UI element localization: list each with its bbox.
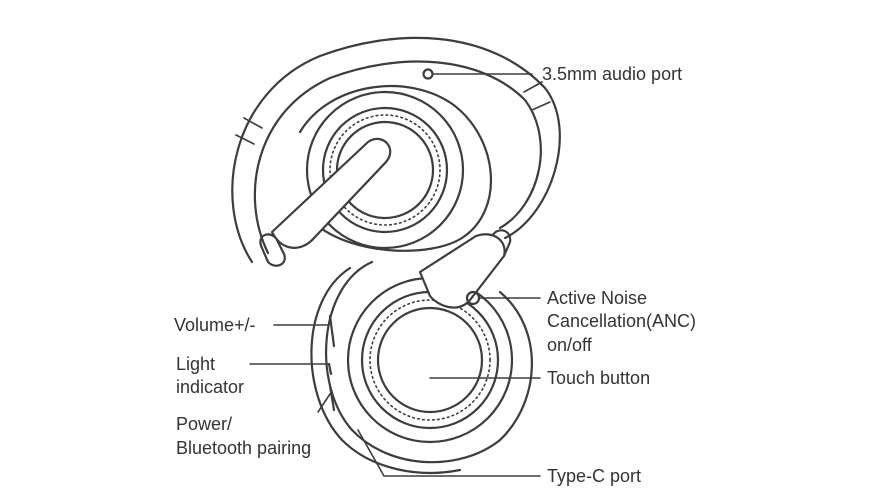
upper-yoke <box>270 137 392 249</box>
volume-control <box>328 314 336 348</box>
lower-yoke <box>418 233 506 309</box>
lower-cushion <box>346 276 514 444</box>
light-indicator <box>327 362 333 376</box>
label-anc-line1: Active Noise <box>547 288 648 308</box>
label-light-line1: Light <box>176 354 216 374</box>
left-hinge <box>259 233 286 267</box>
power-button <box>328 384 336 412</box>
label-volume: Volume+/- <box>174 315 256 335</box>
upper-cushion <box>305 90 465 250</box>
label-audio-port: 3.5mm audio port <box>542 64 683 84</box>
label-light-line2: indicator <box>176 377 245 397</box>
leader-power <box>317 393 331 413</box>
lower-earcup-shell <box>310 266 462 475</box>
label-power-line2: Bluetooth pairing <box>176 438 312 458</box>
label-touch-button: Touch button <box>547 368 651 388</box>
label-power-line1: Power/ <box>176 414 233 434</box>
upper-earcup-housing <box>298 85 492 252</box>
leader-type-c <box>357 429 541 477</box>
audio-port-icon <box>422 68 434 80</box>
anc-button-icon <box>465 290 481 306</box>
label-anc-line2: Cancellation(ANC) <box>547 311 697 331</box>
headband <box>231 36 561 264</box>
label-type-c-port: Type-C port <box>547 466 642 486</box>
touch-button-surface <box>376 306 484 414</box>
label-anc-line3: on/off <box>547 335 592 355</box>
